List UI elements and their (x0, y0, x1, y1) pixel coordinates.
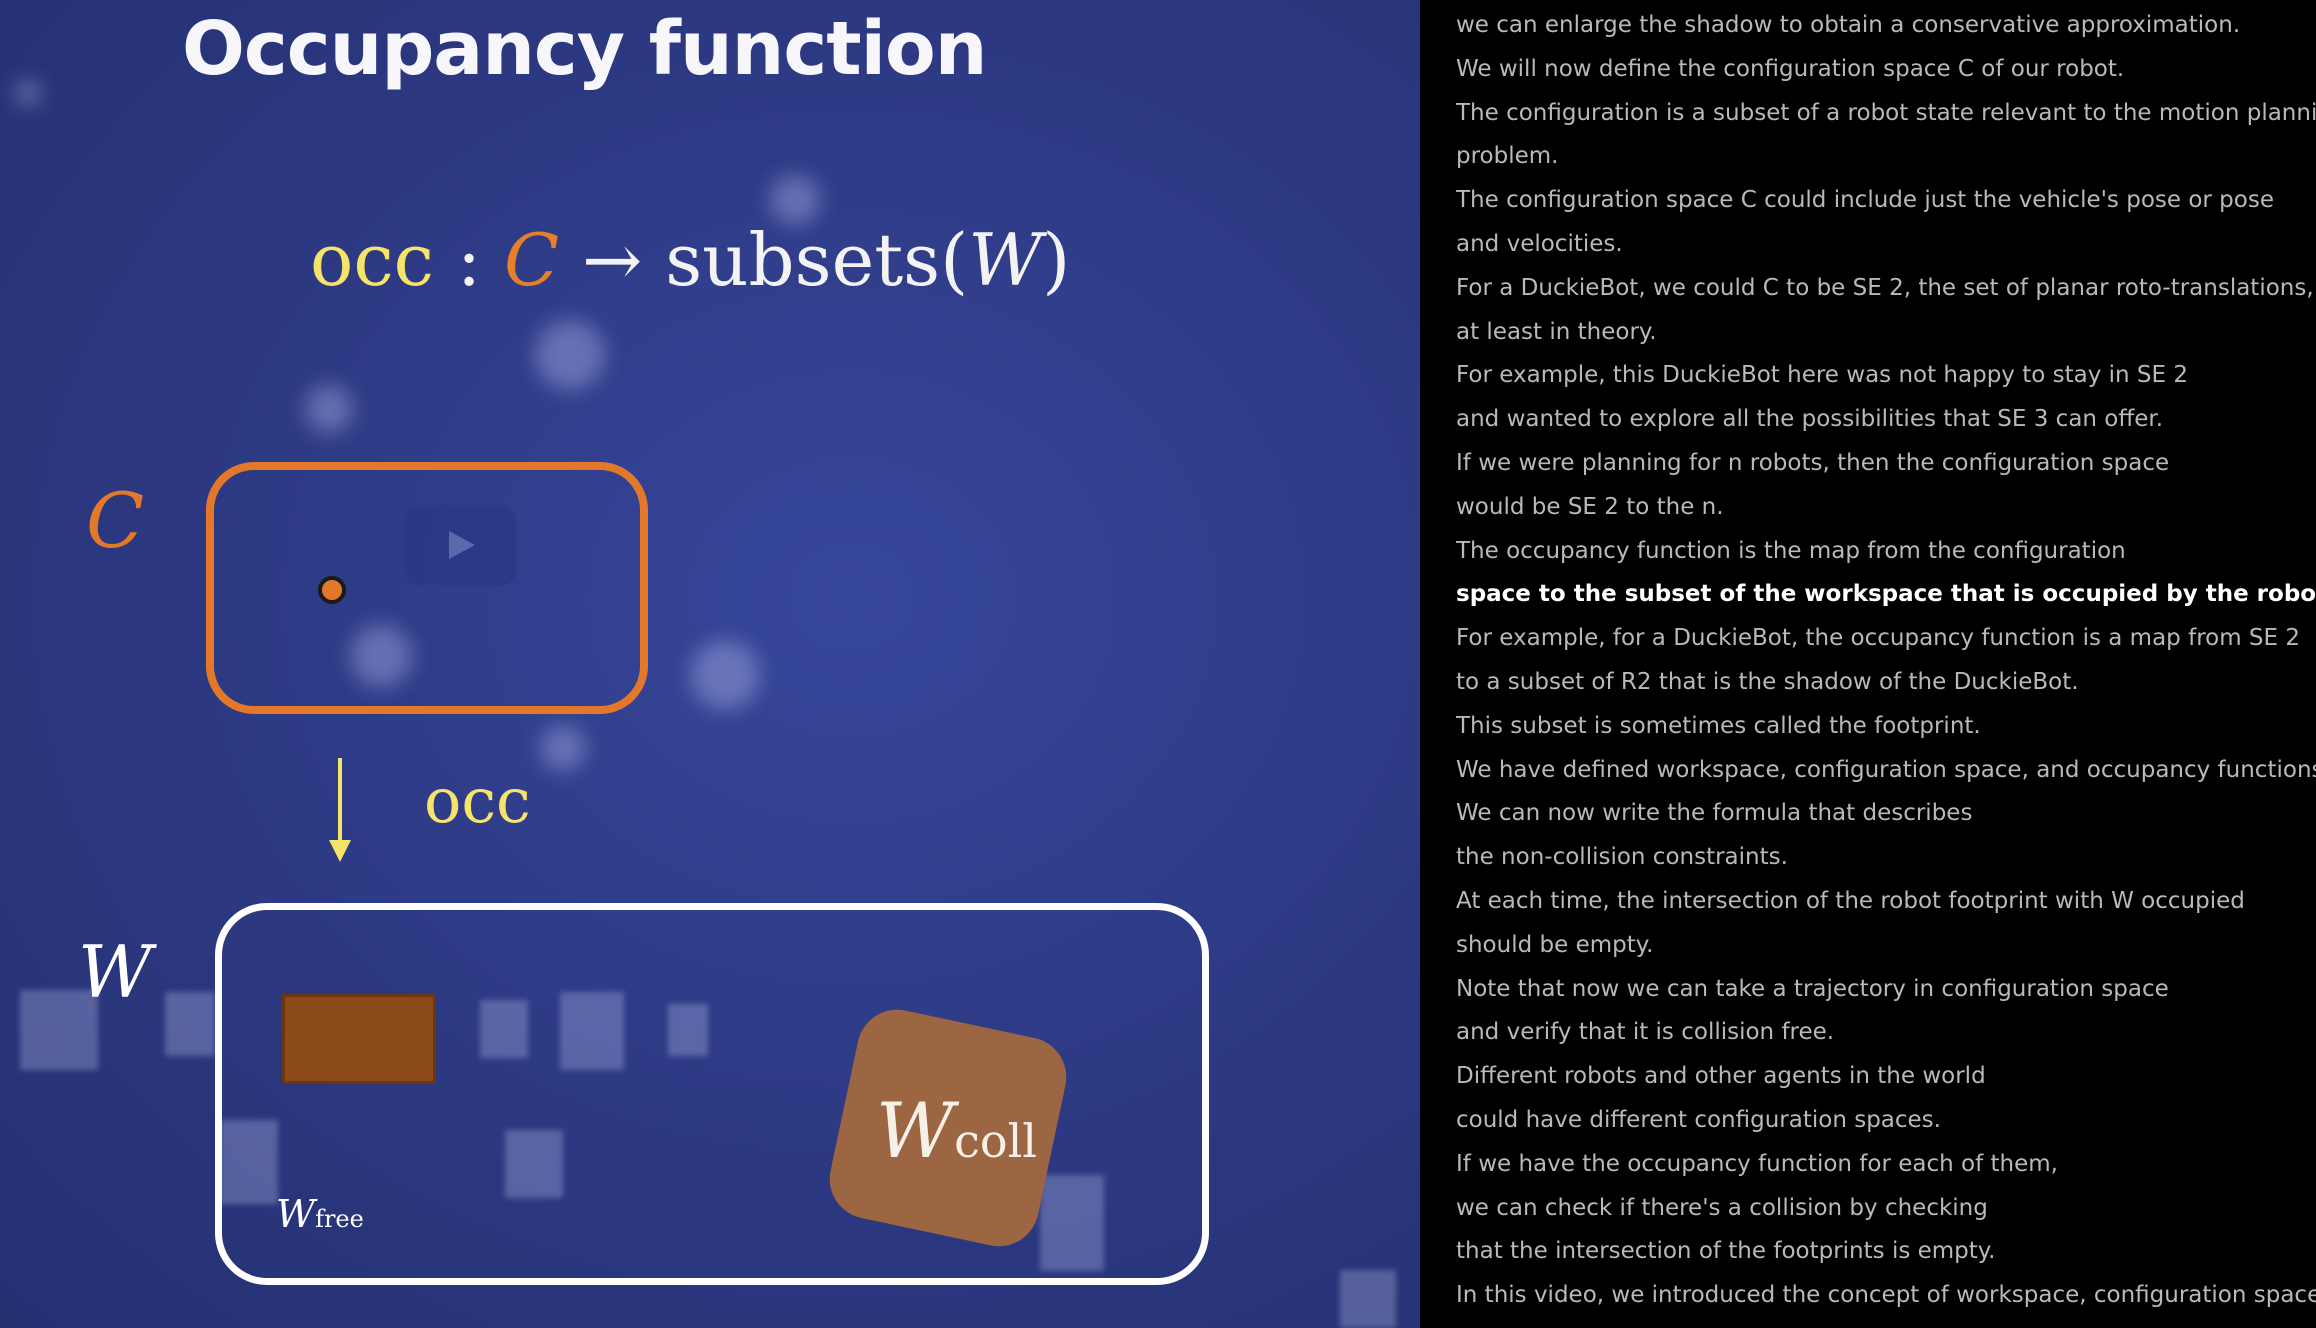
w-coll-label: Wcoll (876, 1086, 1037, 1175)
workspace-box (215, 903, 1209, 1285)
occ-arrow-icon (329, 758, 351, 862)
slide-title: Occupancy function (182, 6, 987, 92)
transcript-line[interactable]: should be empty. (1456, 931, 1654, 958)
play-icon (449, 531, 475, 559)
w-free-sub: free (315, 1205, 364, 1233)
transcript-panel[interactable]: we can enlarge the shadow to obtain a co… (1420, 0, 2316, 1328)
formula-c: C (504, 218, 560, 302)
transcript-line[interactable]: and verify that it is collision free. (1456, 1019, 1835, 1046)
transcript-line[interactable]: The configuration space C could include … (1456, 187, 2274, 214)
transcript-line[interactable]: For a DuckieBot, we could C to be SE 2, … (1456, 274, 2314, 301)
transcript-line[interactable]: The configuration is a subset of a robot… (1456, 99, 2316, 126)
transcript-line[interactable]: We can now write the formula that descri… (1456, 800, 1973, 827)
transcript-line[interactable]: would be SE 2 to the n. (1456, 493, 1724, 520)
occupancy-formula: occ : C → subsets(W) (310, 218, 1070, 302)
workspace-label: W (78, 930, 153, 1014)
transcript-line[interactable]: and velocities. (1456, 231, 1623, 257)
transcript-line[interactable]: We have defined workspace, configuration… (1456, 756, 2316, 783)
play-button[interactable] (404, 505, 516, 585)
transcript-line[interactable]: the non-collision constraints. (1456, 844, 1788, 871)
robot-footprint (282, 994, 436, 1084)
transcript-line[interactable]: For example, this DuckieBot here was not… (1456, 362, 2189, 389)
transcript-line[interactable]: This subset is sometimes called the foot… (1456, 712, 1981, 739)
formula-w: W (968, 218, 1043, 302)
video-player[interactable]: Occupancy function occ : C → subsets(W) … (0, 0, 1420, 1328)
config-space-box (206, 462, 648, 714)
transcript-line[interactable]: at least in theory. (1456, 318, 1657, 345)
transcript-line[interactable]: that the intersection of the footprints … (1456, 1238, 1996, 1265)
w-coll-main: W (876, 1086, 955, 1175)
transcript-line[interactable]: We will now define the configuration spa… (1456, 55, 2125, 82)
transcript-line[interactable]: In this video, we introduced the concept… (1456, 1282, 2316, 1309)
formula-arrow: → (559, 218, 666, 302)
formula-occ: occ (310, 218, 434, 302)
occ-arrow-label: occ (424, 764, 531, 837)
transcript-line-active[interactable]: space to the subset of the workspace tha… (1456, 581, 2316, 608)
transcript-line[interactable]: Note that now we can take a trajectory i… (1456, 975, 2169, 1002)
transcript-line[interactable]: could have different configuration space… (1456, 1107, 1941, 1133)
transcript-line[interactable]: problem. (1456, 143, 1559, 170)
config-space-label: C (86, 476, 145, 565)
formula-subsets: subsets( (665, 218, 969, 302)
transcript-line[interactable]: we can enlarge the shadow to obtain a co… (1456, 12, 2241, 38)
transcript-line[interactable]: The occupancy function is the map from t… (1456, 537, 2126, 564)
transcript-line[interactable]: to a subset of R2 that is the shadow of … (1456, 669, 2079, 695)
w-coll-sub: coll (954, 1114, 1038, 1168)
w-free-label: Wfree (276, 1192, 364, 1236)
transcript-line[interactable]: and wanted to explore all the possibilit… (1456, 406, 2164, 433)
transcript-line[interactable]: For example, for a DuckieBot, the occupa… (1456, 625, 2301, 652)
transcript-line[interactable]: Different robots and other agents in the… (1456, 1063, 1986, 1090)
transcript-line[interactable]: At each time, the intersection of the ro… (1456, 888, 2245, 914)
formula-close: ) (1042, 218, 1071, 302)
configuration-point (318, 576, 346, 604)
transcript-line[interactable]: we can check if there's a collision by c… (1456, 1194, 1988, 1221)
formula-colon: : (434, 218, 505, 302)
transcript-line[interactable]: If we were planning for n robots, then t… (1456, 450, 2170, 476)
transcript-line[interactable]: If we have the occupancy function for ea… (1456, 1150, 2058, 1177)
w-free-main: W (276, 1192, 316, 1236)
